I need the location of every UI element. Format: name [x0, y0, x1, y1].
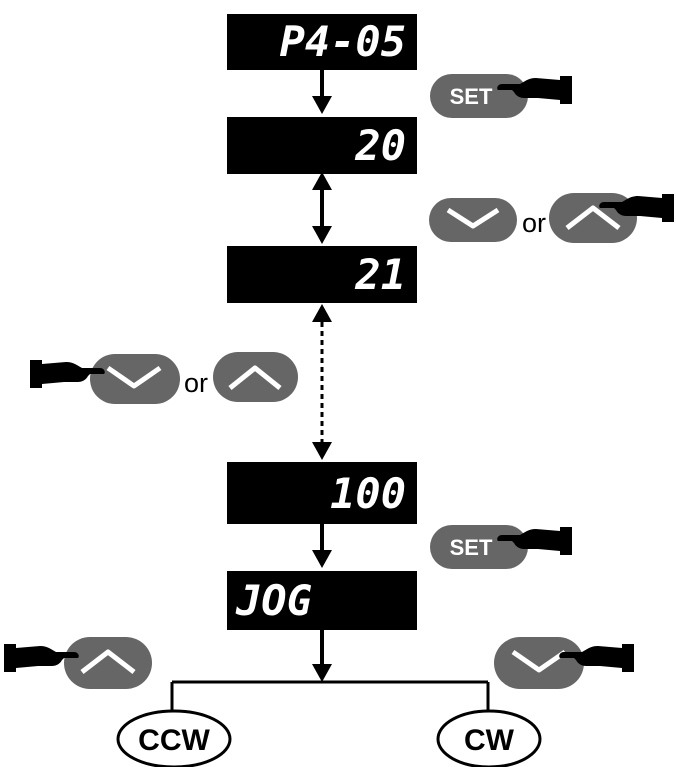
up-button-right[interactable]: [549, 193, 674, 243]
display-100-text: 100: [330, 469, 406, 518]
display-20-text: 20: [354, 121, 406, 170]
chevron-up-icon: [565, 205, 621, 230]
chevron-down-icon: [511, 649, 567, 673]
display-param-text: P4-05: [280, 17, 406, 66]
set-button-2[interactable]: SET: [430, 525, 572, 569]
branch-lines: [170, 680, 490, 710]
display-21-text: 21: [354, 250, 406, 299]
display-jog: JOG: [227, 571, 417, 630]
ccw-node: CCW: [116, 709, 232, 767]
chevron-down-icon: [446, 207, 500, 229]
down-button-left[interactable]: [29, 354, 180, 404]
chevron-down-icon: [106, 365, 162, 389]
up-button-ccw[interactable]: [3, 637, 152, 689]
ccw-label: CCW: [138, 724, 210, 757]
set-button-1[interactable]: SET: [430, 74, 572, 118]
chevron-up-icon: [80, 649, 136, 674]
flow-connectors: [312, 70, 332, 682]
or-label-right: or: [522, 208, 546, 238]
down-button-cw[interactable]: [494, 637, 634, 689]
display-jog-text: JOG: [235, 576, 312, 625]
chevron-up-icon: [228, 365, 282, 390]
cw-label: CW: [464, 724, 515, 757]
display-20: 20: [227, 117, 417, 174]
cw-node: CW: [436, 709, 542, 767]
set-button-1-label: SET: [450, 84, 493, 109]
display-100: 100: [227, 462, 417, 524]
set-button-2-label: SET: [450, 535, 493, 560]
up-button-left[interactable]: [213, 352, 298, 402]
display-param: P4-05: [227, 14, 417, 70]
display-21: 21: [227, 246, 417, 303]
or-label-left: or: [184, 368, 208, 398]
down-button-right[interactable]: [429, 198, 517, 242]
